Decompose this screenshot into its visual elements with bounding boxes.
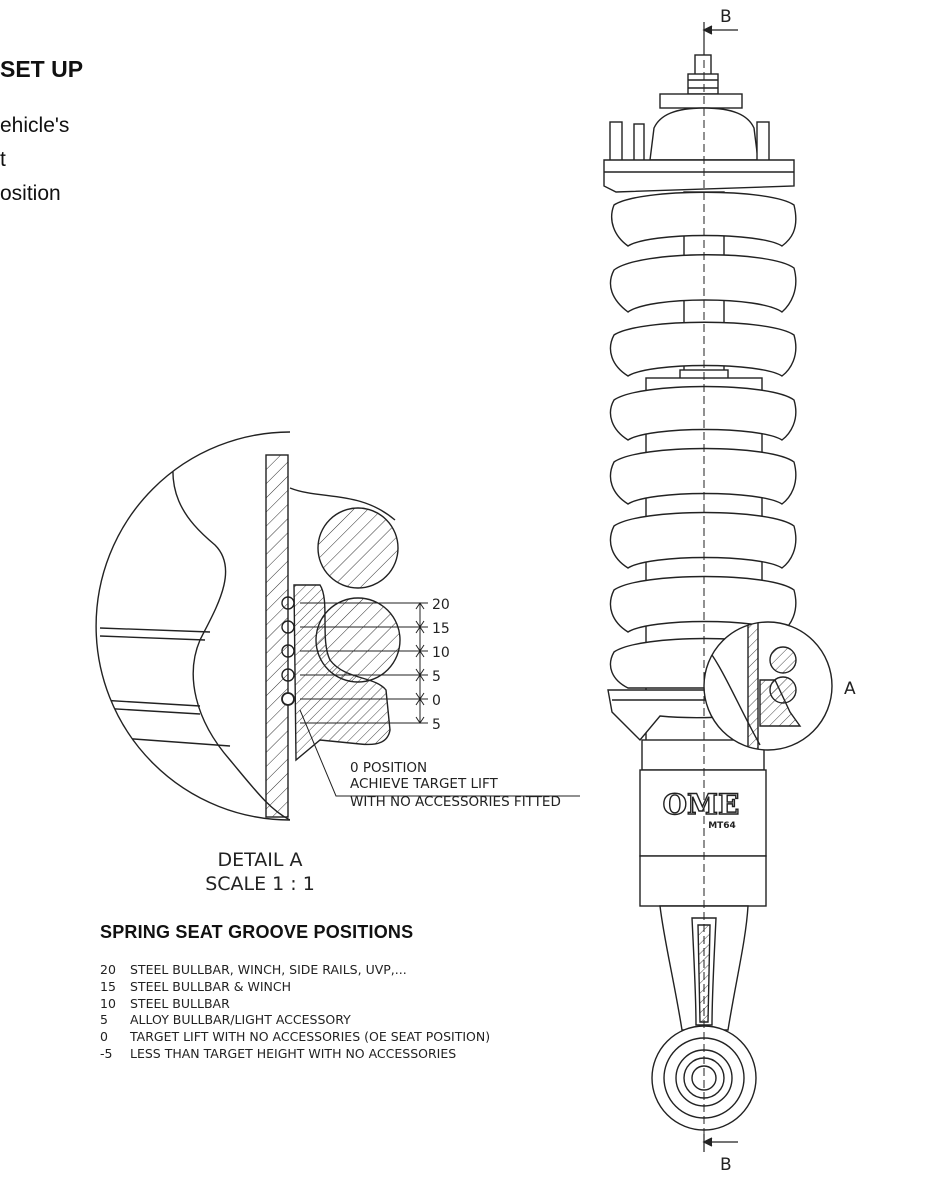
position-code: 5 bbox=[100, 1012, 108, 1028]
position-item: 0 TARGET LIFT WITH NO ACCESSORIES (OE SEA… bbox=[100, 1029, 490, 1046]
shock-body bbox=[639, 769, 767, 857]
section-label-top: B bbox=[720, 7, 732, 27]
lower-eye-bushing bbox=[651, 1025, 757, 1131]
positions-heading: SPRING SEAT GROOVE POSITIONS bbox=[100, 922, 414, 942]
position-text: STEEL BULLBAR, WINCH, SIDE RAILS, UVP,..… bbox=[130, 962, 407, 977]
position-item: 20 STEEL BULLBAR, WINCH, SIDE RAILS, UVP,… bbox=[100, 962, 490, 979]
position-code: 0 bbox=[100, 1029, 108, 1045]
position-code: 10 bbox=[100, 995, 116, 1011]
text-fragment-1: ehicle's bbox=[0, 114, 70, 137]
position-code: 15 bbox=[100, 978, 116, 994]
detail-scale: SCALE 1 : 1 bbox=[205, 873, 315, 895]
position-text: LESS THAN TARGET HEIGHT WITH NO ACCESSOR… bbox=[130, 1045, 457, 1061]
position-item: 5 ALLOY BULLBAR/LIGHT ACCESSORY bbox=[100, 1012, 490, 1029]
scale-label-20: 20 bbox=[432, 597, 450, 613]
position-text: STEEL BULLBAR bbox=[130, 995, 230, 1011]
position-text: TARGET LIFT WITH NO ACCESSORIES (OE SEAT… bbox=[130, 1029, 491, 1045]
position-item: -5 LESS THAN TARGET HEIGHT WITH NO ACCESS… bbox=[100, 1046, 490, 1063]
scale-label-0: 0 bbox=[432, 693, 441, 709]
callout-line-3: WITH NO ACCESSORIES FITTED bbox=[350, 794, 561, 810]
position-text: STEEL BULLBAR & WINCH bbox=[130, 978, 291, 994]
detail-marker-label: A bbox=[844, 679, 856, 699]
brand-logo: OME bbox=[663, 788, 740, 821]
model-label: MT64 bbox=[708, 821, 736, 831]
callout-line-1: 0 POSITION bbox=[350, 760, 427, 776]
scale-label-10: 10 bbox=[432, 645, 450, 661]
text-fragment-2: t bbox=[0, 148, 6, 171]
coil-spring bbox=[609, 191, 797, 689]
scale-label-15: 15 bbox=[432, 621, 450, 637]
position-item: 10 STEEL BULLBAR bbox=[100, 996, 490, 1013]
position-code: -5 bbox=[100, 1045, 113, 1061]
tube-wall-section bbox=[265, 454, 289, 818]
detail-boundary-arc bbox=[95, 431, 291, 821]
position-item: 15 STEEL BULLBAR & WINCH bbox=[100, 979, 490, 996]
scale-label-minus5: 5 bbox=[432, 717, 441, 733]
position-text: ALLOY BULLBAR/LIGHT ACCESSORY bbox=[130, 1012, 351, 1028]
detail-a-view bbox=[95, 431, 580, 821]
section-title-fragment: SET UP bbox=[0, 56, 84, 82]
detail-label: DETAIL A bbox=[218, 849, 303, 871]
spring-wire-section-lower bbox=[315, 597, 401, 683]
position-code: 20 bbox=[100, 962, 116, 977]
positions-list: 20 STEEL BULLBAR, WINCH, SIDE RAILS, UVP,… bbox=[100, 962, 490, 1063]
callout-leader bbox=[299, 709, 580, 797]
section-label-bottom: B bbox=[720, 1155, 732, 1175]
callout-line-2: ACHIEVE TARGET LIFT bbox=[350, 776, 499, 792]
scale-label-5: 5 bbox=[432, 669, 441, 685]
spring-wire-section-upper bbox=[317, 507, 399, 589]
groove-scale bbox=[300, 602, 428, 724]
text-fragment-3: osition bbox=[0, 182, 61, 205]
coilover-assembly bbox=[603, 22, 833, 1152]
